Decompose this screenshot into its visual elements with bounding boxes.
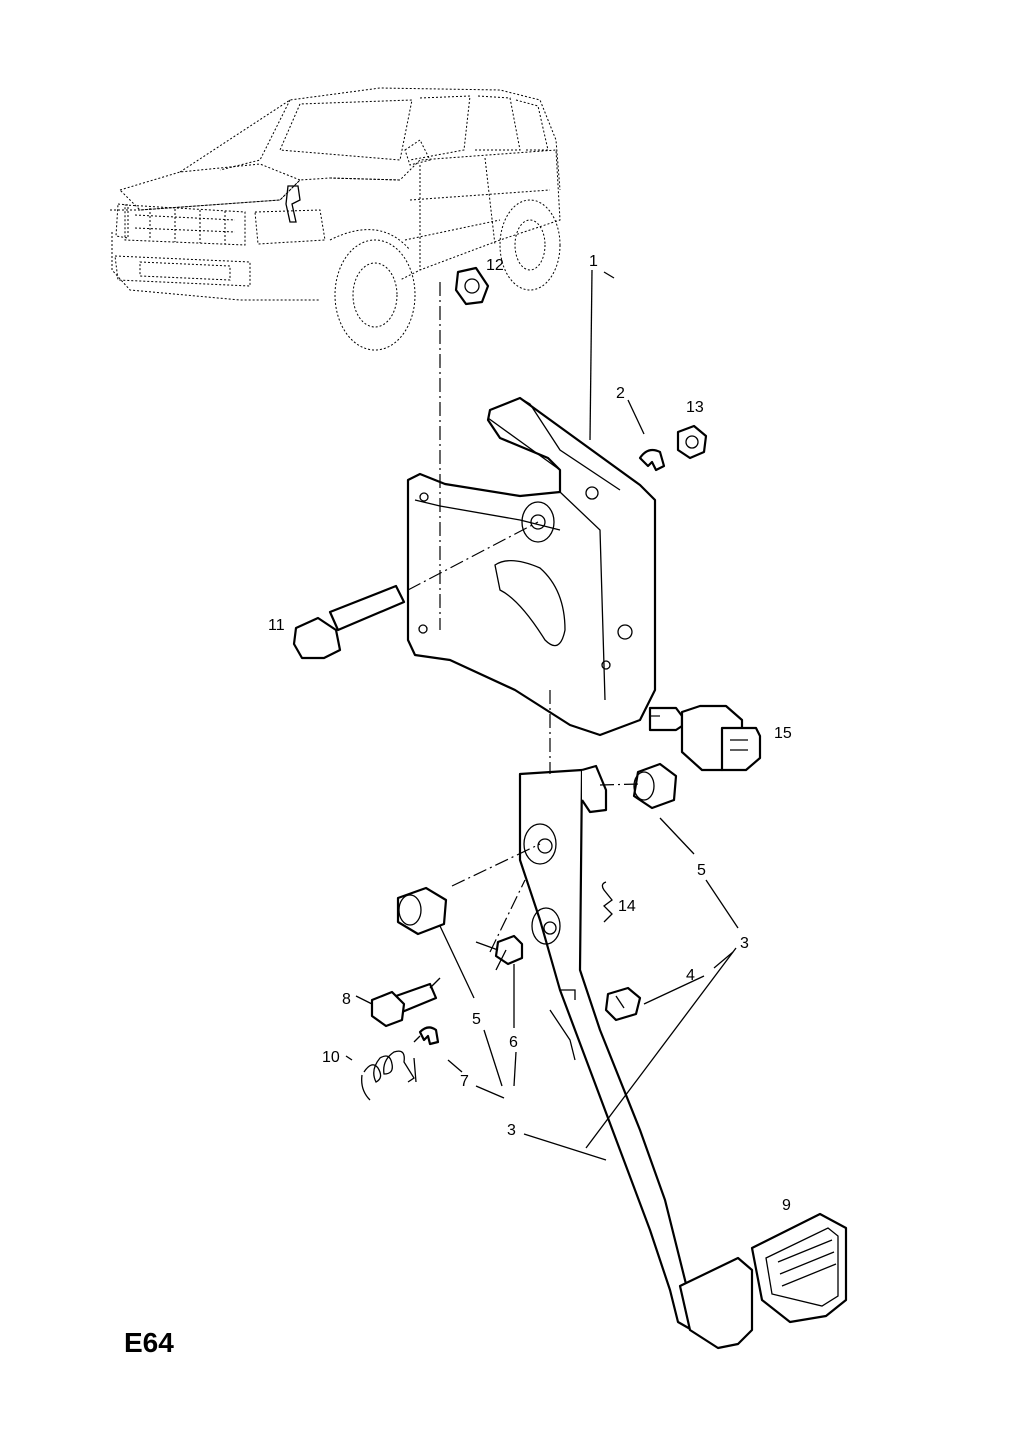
callout-12: 12 bbox=[486, 257, 504, 274]
clutch-pedal-arm bbox=[518, 764, 754, 1350]
callout-4: 4 bbox=[686, 967, 695, 984]
bush-part-6 bbox=[494, 934, 524, 966]
callout-1: 1 bbox=[589, 253, 598, 270]
callout-8: 8 bbox=[342, 991, 351, 1008]
callout-2: 2 bbox=[616, 385, 625, 402]
clip-part-7 bbox=[418, 1026, 440, 1046]
vehicle-illustration bbox=[110, 87, 561, 351]
axis-lines bbox=[407, 282, 660, 953]
pedal-bracket bbox=[406, 396, 657, 737]
callout-9: 9 bbox=[782, 1197, 791, 1214]
callout-10: 10 bbox=[322, 1049, 340, 1066]
pin-part-8 bbox=[370, 982, 438, 1028]
bush-part-5-right bbox=[632, 762, 678, 810]
nut-part-13 bbox=[676, 424, 708, 460]
callout-13: 13 bbox=[686, 399, 704, 416]
callout-15: 15 bbox=[774, 725, 792, 742]
diagram-code: E64 bbox=[124, 1327, 174, 1358]
bolt-part-11 bbox=[292, 584, 406, 660]
callout-14: 14 bbox=[618, 898, 636, 915]
spring-part-10 bbox=[361, 1050, 415, 1101]
pedal-pad-part-9 bbox=[750, 1212, 848, 1324]
callout-5-left: 5 bbox=[472, 1011, 481, 1028]
callout-labels: 1 2 3 3 4 5 5 6 7 8 9 10 11 12 13 14 15 bbox=[268, 253, 792, 1214]
nut-part-12 bbox=[454, 266, 490, 306]
leader-lines bbox=[345, 269, 739, 1161]
callout-5-right: 5 bbox=[697, 862, 706, 879]
switch-part-15 bbox=[648, 704, 762, 772]
callout-11: 11 bbox=[268, 617, 285, 634]
callout-3-bottom: 3 bbox=[507, 1122, 516, 1139]
bush-part-5-left bbox=[396, 886, 448, 936]
spring-clip-part-14 bbox=[601, 881, 613, 923]
callout-6: 6 bbox=[509, 1034, 518, 1051]
clip-part-4 bbox=[604, 986, 642, 1022]
clip-part-2 bbox=[638, 448, 666, 472]
callout-3-right: 3 bbox=[740, 935, 749, 952]
callout-7: 7 bbox=[460, 1073, 469, 1090]
